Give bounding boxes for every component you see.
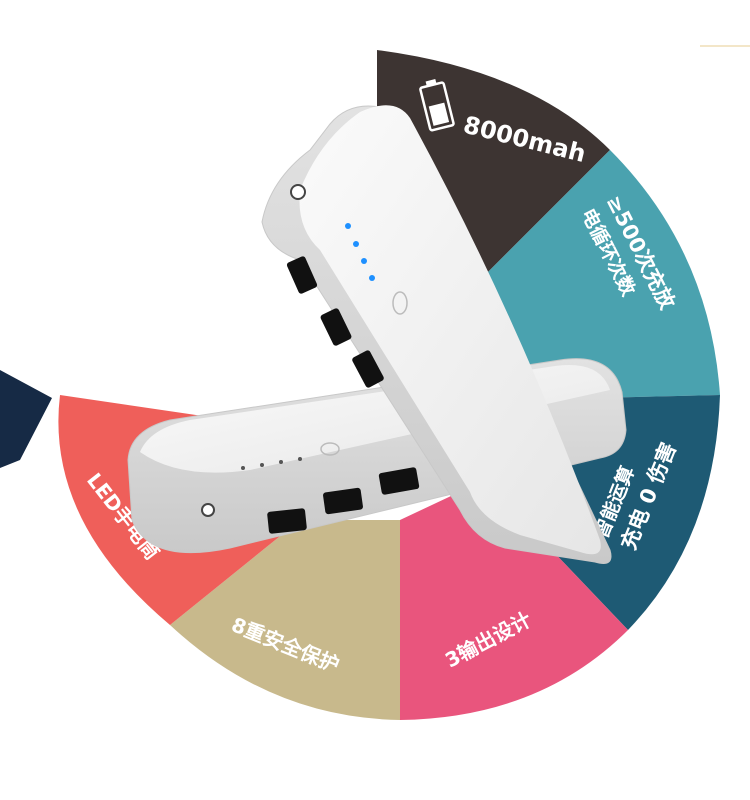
indicator-led-1 <box>345 223 351 229</box>
upright-usb-port-2 <box>320 308 352 346</box>
outputs-segment <box>400 480 628 720</box>
usb-port-3 <box>378 467 420 495</box>
flashlight-lens <box>201 503 215 517</box>
protection-segment <box>170 520 400 720</box>
usb-port-1 <box>267 508 307 534</box>
upright-power-button <box>392 291 408 315</box>
indicator-led-2 <box>353 241 359 247</box>
top-flashlight-lens <box>290 184 306 200</box>
power-bank-upright <box>261 105 612 564</box>
upright-usb-port-1 <box>286 256 318 294</box>
edge-segment <box>0 370 52 468</box>
indicator-led-4 <box>369 275 375 281</box>
cycles-segment <box>460 150 720 400</box>
usb-port-2 <box>323 487 363 515</box>
battery-icon <box>419 79 455 132</box>
upright-usb-port-3 <box>352 350 384 388</box>
indicator-led-3 <box>361 258 367 264</box>
power-button <box>320 442 340 456</box>
